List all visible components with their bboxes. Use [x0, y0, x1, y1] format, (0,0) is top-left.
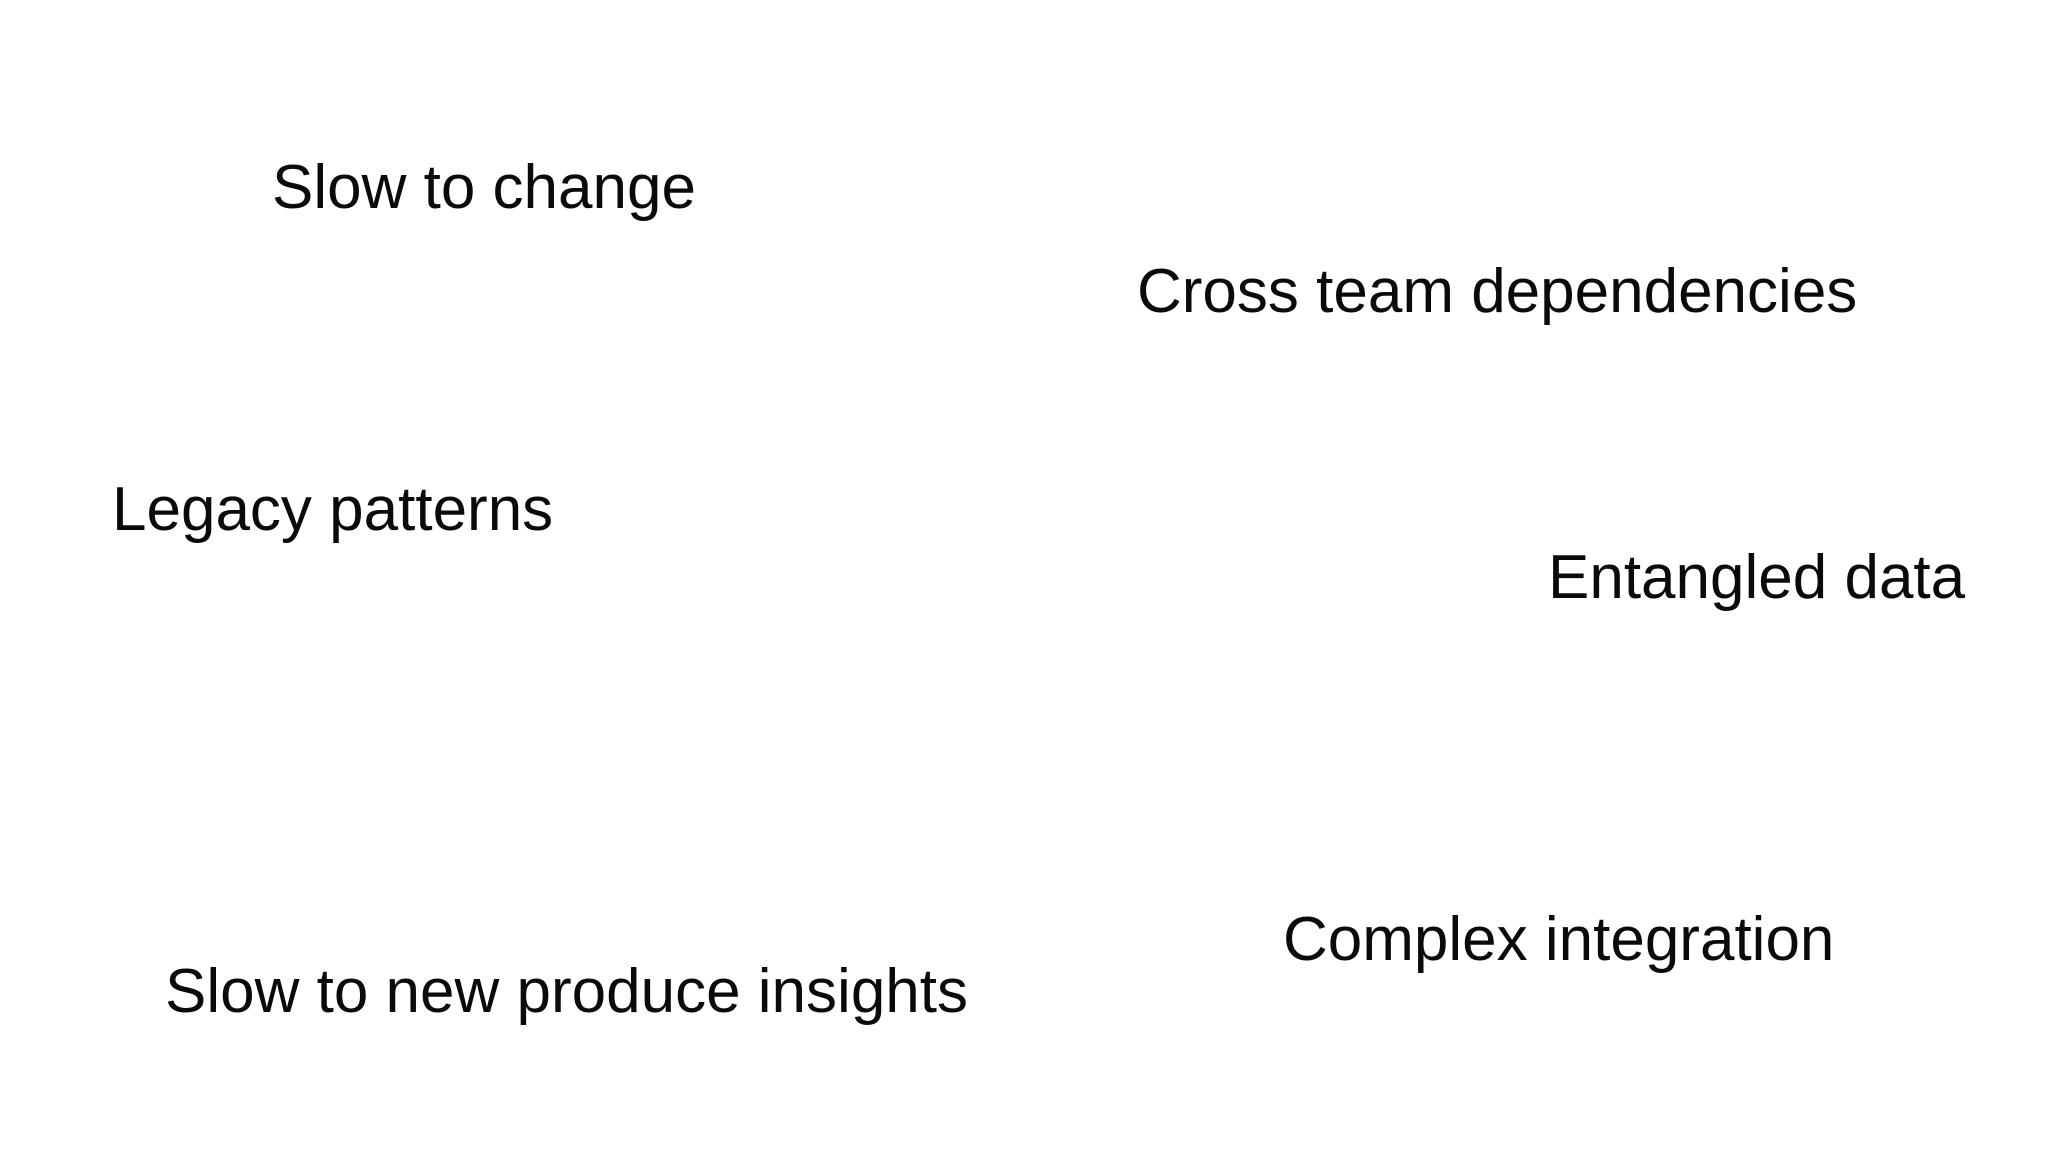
note-slow-to-new-produce-insights: Slow to new produce insights: [165, 957, 969, 1026]
note-entangled-data: Entangled data: [1548, 543, 1966, 612]
note-cross-team-dependencies: Cross team dependencies: [1137, 257, 1858, 326]
note-complex-integration: Complex integration: [1283, 905, 1835, 974]
note-legacy-patterns: Legacy patterns: [112, 475, 554, 544]
note-slow-to-change: Slow to change: [272, 153, 696, 222]
